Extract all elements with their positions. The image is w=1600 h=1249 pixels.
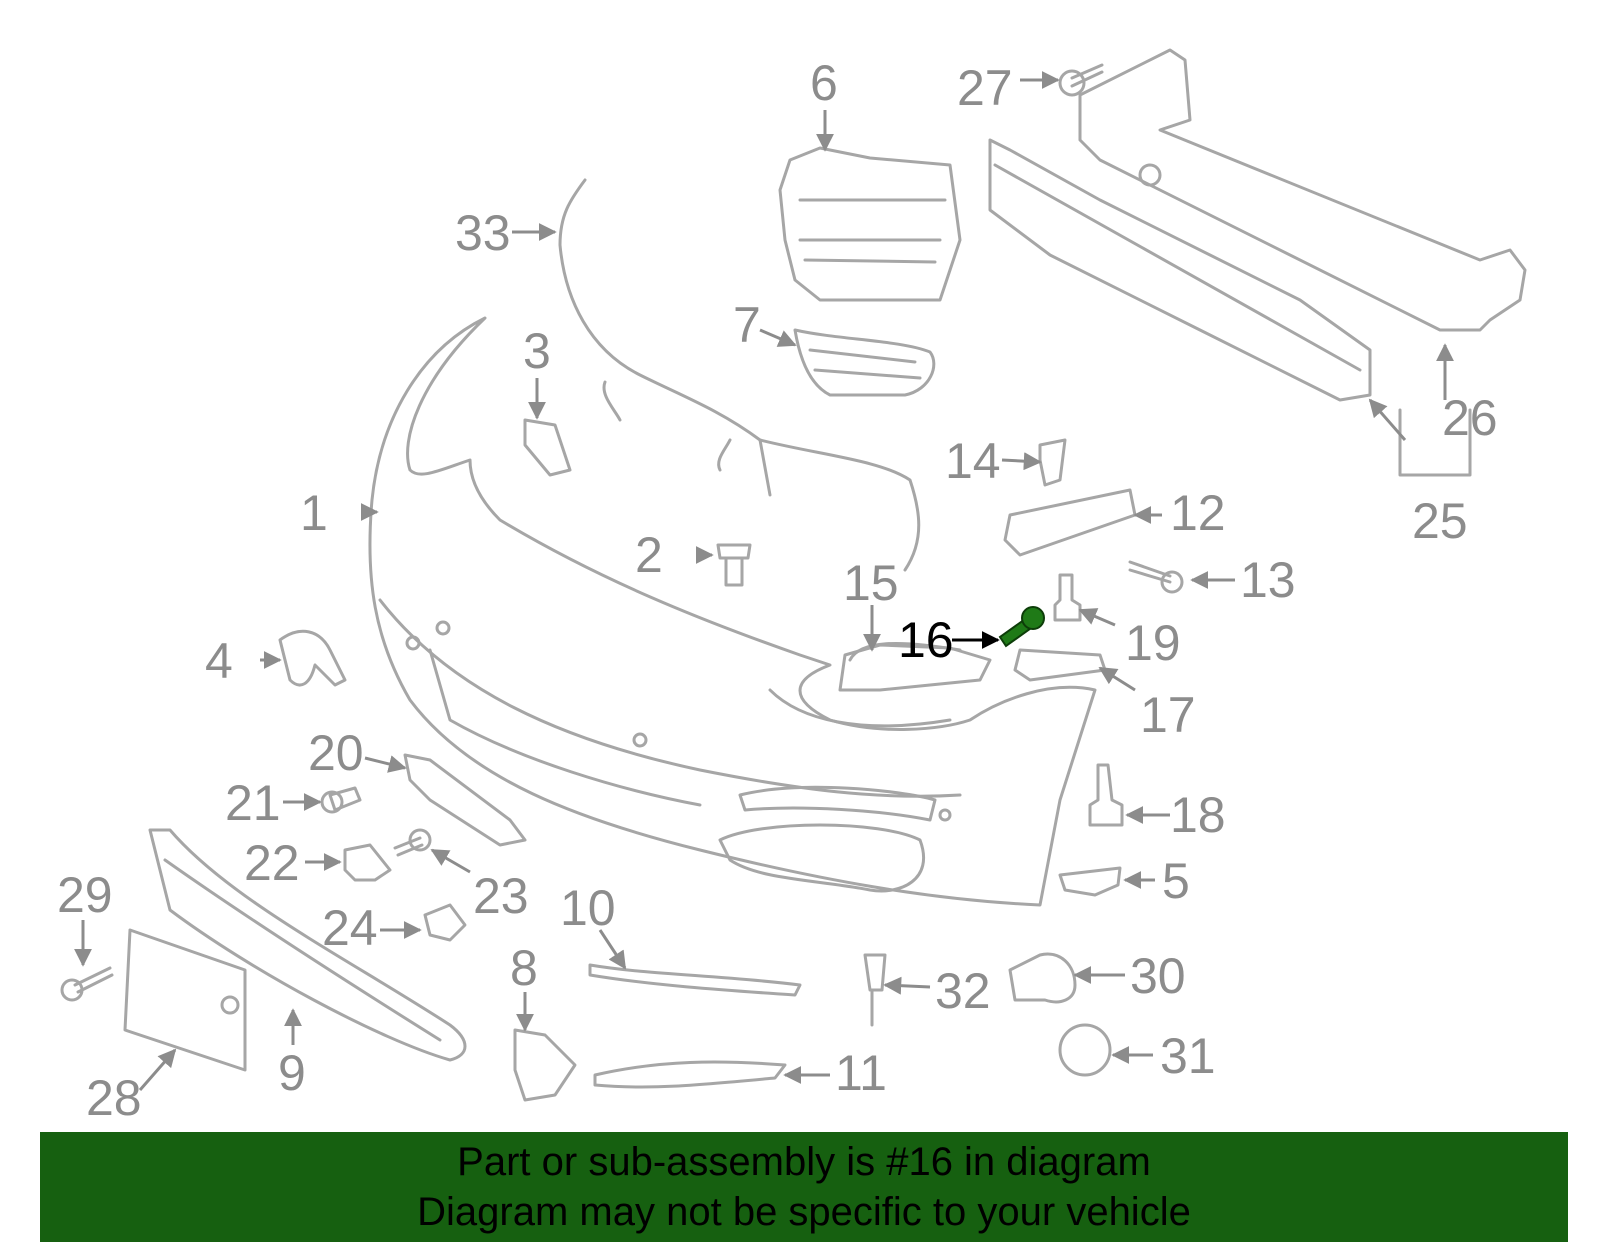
- label-25: 25: [1412, 493, 1468, 549]
- part-33-wiring-harness[interactable]: [558, 178, 921, 572]
- label-2: 2: [635, 527, 663, 583]
- label-20: 20: [308, 725, 364, 781]
- part-28-license-plate-bracket[interactable]: [123, 928, 247, 1072]
- part-6-mount-bracket[interactable]: [778, 146, 962, 302]
- part-18-fastener[interactable]: [1088, 763, 1124, 827]
- label-30: 30: [1130, 948, 1186, 1004]
- leader-lines: [74, 71, 1454, 1091]
- part-3-clip[interactable]: [523, 418, 572, 477]
- part-13-bolt[interactable]: [1128, 560, 1184, 594]
- label-29: 29: [57, 867, 113, 923]
- parts-diagram: 1 2 3 4 5 6 7 8 9 10 11 12 13 14 15 16 1…: [57, 48, 1527, 1126]
- part-32-sensor[interactable]: [863, 953, 887, 1027]
- part-31-cap[interactable]: [1058, 1023, 1112, 1077]
- label-9: 9: [278, 1045, 306, 1101]
- label-26: 26: [1442, 390, 1498, 446]
- part-27-bolt[interactable]: [1058, 63, 1104, 97]
- label-16: 16: [898, 612, 954, 668]
- callout-labels: 1 2 3 4 5 6 7 8 9 10 11 12 13 14 15 16 1…: [57, 55, 1498, 1126]
- banner-line-2: Diagram may not be specific to your vehi…: [417, 1190, 1191, 1234]
- label-15: 15: [843, 555, 899, 611]
- label-13: 13: [1240, 552, 1296, 608]
- part-2-screw[interactable]: [716, 543, 752, 587]
- label-10: 10: [560, 880, 616, 936]
- part-20-bracket[interactable]: [403, 753, 527, 847]
- label-3: 3: [523, 323, 551, 379]
- part-22-clip[interactable]: [343, 843, 392, 882]
- part-24-clip[interactable]: [423, 903, 467, 942]
- label-12: 12: [1170, 485, 1226, 541]
- part-26-reinforcement-bar[interactable]: [1078, 48, 1527, 477]
- label-27: 27: [957, 60, 1013, 116]
- part-9-lower-grille[interactable]: [148, 828, 467, 1062]
- part-1-bumper-cover[interactable]: [368, 316, 1097, 907]
- label-23: 23: [473, 868, 529, 924]
- part-11-trim-strip[interactable]: [593, 1060, 787, 1089]
- part-14-clip[interactable]: [1038, 438, 1067, 487]
- part-8-bracket[interactable]: [513, 1028, 577, 1102]
- label-7: 7: [733, 297, 761, 353]
- label-33: 33: [455, 205, 511, 261]
- part-21-screw[interactable]: [320, 786, 362, 814]
- part-15-bracket[interactable]: [838, 643, 992, 692]
- part-17-clip[interactable]: [1013, 648, 1107, 682]
- label-8: 8: [510, 940, 538, 996]
- label-4: 4: [205, 633, 233, 689]
- part-29-screw[interactable]: [60, 966, 114, 1002]
- part-16-bolt-highlighted[interactable]: [998, 606, 1045, 648]
- part-30-sensor-housing[interactable]: [1008, 952, 1077, 1004]
- banner-line-1: Part or sub-assembly is #16 in diagram: [457, 1140, 1151, 1184]
- info-banner: Part or sub-assembly is #16 in diagram D…: [40, 1132, 1568, 1242]
- label-24: 24: [322, 900, 378, 956]
- part-10-trim-strip[interactable]: [588, 963, 802, 997]
- part-7-grille-insert[interactable]: [793, 328, 936, 397]
- part-23-screw[interactable]: [393, 828, 432, 857]
- label-11: 11: [835, 1045, 887, 1101]
- part-19-stud[interactable]: [1053, 573, 1082, 622]
- part-4-bracket[interactable]: [278, 629, 347, 687]
- part-12-bracket[interactable]: [1003, 488, 1137, 557]
- label-28: 28: [86, 1070, 142, 1126]
- label-31: 31: [1160, 1028, 1216, 1084]
- part-25-energy-absorber[interactable]: [988, 138, 1372, 402]
- label-6: 6: [810, 55, 838, 111]
- label-22: 22: [244, 835, 300, 891]
- label-14: 14: [945, 433, 1001, 489]
- label-18: 18: [1170, 787, 1226, 843]
- label-1: 1: [300, 485, 328, 541]
- label-17: 17: [1140, 687, 1196, 743]
- part-5-bracket[interactable]: [1058, 866, 1122, 897]
- label-32: 32: [935, 963, 991, 1019]
- label-5: 5: [1162, 853, 1190, 909]
- label-21: 21: [225, 775, 281, 831]
- label-19: 19: [1125, 615, 1181, 671]
